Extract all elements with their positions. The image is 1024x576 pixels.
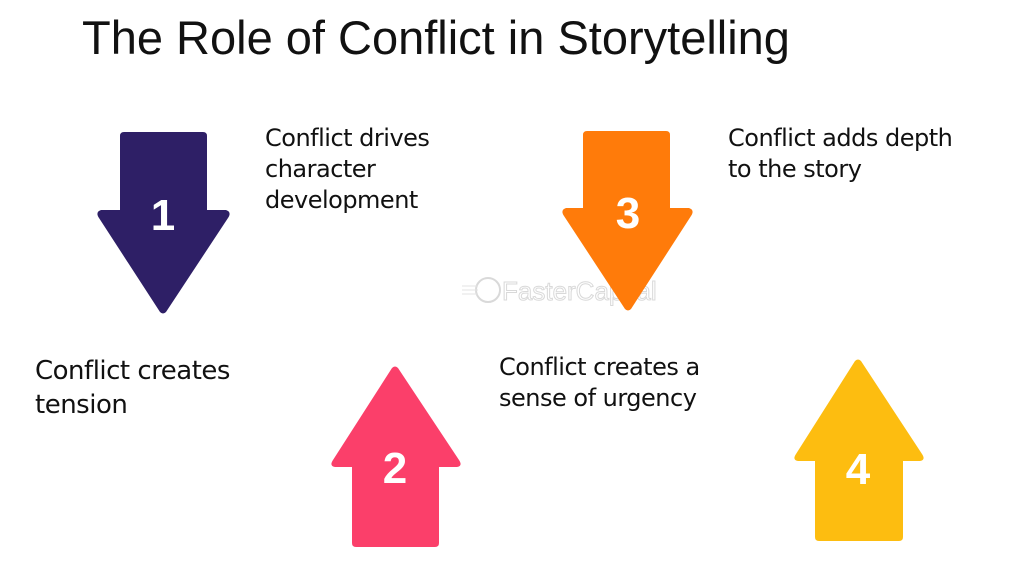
label-tension: Conflict creates tension xyxy=(35,356,230,420)
step-number: 2 xyxy=(383,444,407,493)
step-number: 4 xyxy=(846,445,871,494)
label-character-development: Conflict drives character development xyxy=(265,124,430,214)
arrow-2: 2 xyxy=(331,366,461,547)
step-number: 1 xyxy=(151,191,175,240)
step-number: 3 xyxy=(616,189,640,238)
arrow-1: 1 xyxy=(97,132,230,314)
arrow-up-shape xyxy=(794,359,924,541)
arrow-down-shape xyxy=(562,131,693,311)
arrow-down-shape xyxy=(97,132,230,314)
label-urgency: Conflict creates a sense of urgency xyxy=(499,353,700,412)
arrow-up-shape xyxy=(331,366,461,547)
slide-title: The Role of Conflict in Storytelling xyxy=(82,11,790,64)
arrow-3: 3 xyxy=(562,131,693,311)
label-depth: Conflict adds depth to the story xyxy=(728,124,953,183)
arrow-4: 4 xyxy=(794,359,924,541)
